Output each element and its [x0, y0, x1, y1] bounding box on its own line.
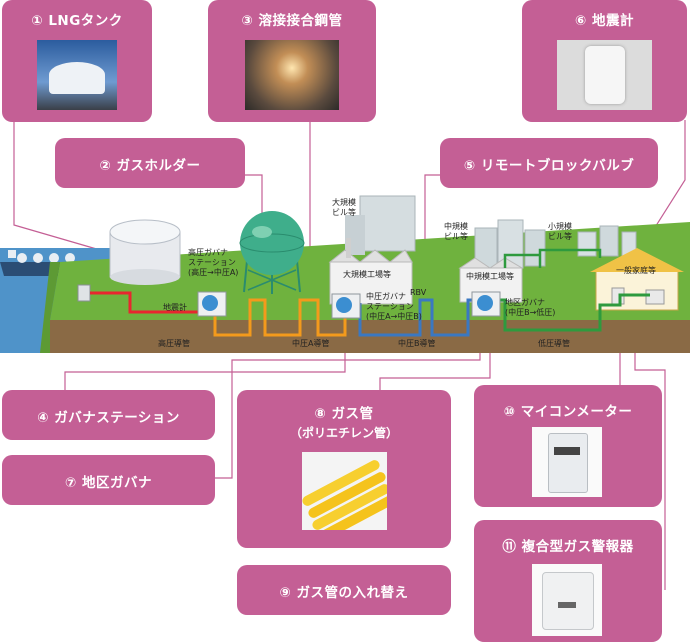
card-pe-pipe: ⑧ ガス管 （ポリエチレン管）: [237, 390, 451, 548]
large-buildings: [345, 195, 416, 255]
label-line: ステーション: [366, 302, 414, 311]
card-title: ⑪ 複合型ガス警報器: [502, 539, 634, 555]
label-line: 中圧ガバナ: [366, 292, 406, 301]
card-title: ③ 溶接接合鋼管: [241, 13, 343, 29]
label-line: ビル等: [548, 232, 572, 241]
mid-factory-label: 中規模工場等: [466, 272, 514, 281]
label-line: (高圧→中圧A): [188, 268, 239, 277]
card-governor-station: ④ ガバナステーション: [2, 390, 215, 440]
gas-meter-photo: [532, 427, 602, 497]
card-lng-tank: ① LNGタンク: [2, 0, 152, 122]
card-title: ⑧ ガス管: [314, 406, 374, 422]
label-line: ビル等: [444, 232, 468, 241]
home-label: 一般家庭等: [616, 266, 656, 275]
hp-governor-label: 高圧ガバナ ステーション (高圧→中圧A): [188, 248, 238, 278]
gas-holder: [239, 211, 305, 294]
mp-governor-label: 中圧ガバナ ステーション (中圧A→中圧B): [366, 292, 422, 322]
mpb-pipe-label: 中圧B導管: [398, 339, 436, 348]
card-remote-valve: ⑤ リモートブロックバルブ: [440, 138, 658, 188]
governor-units: [197, 291, 501, 319]
label-line: (中圧B→低圧): [505, 308, 556, 317]
seismometer-label: 地震計: [163, 303, 187, 312]
rbv-label: RBV: [410, 288, 427, 297]
card-gas-holder: ② ガスホルダー: [55, 138, 245, 188]
gas-alarm-photo: [532, 564, 602, 636]
pipe-low-pressure: [495, 293, 650, 332]
pipe-medium-a: [213, 298, 347, 337]
mid-buildings: [474, 219, 546, 269]
lng-tank-photo: [37, 40, 117, 110]
welding-photo: [245, 40, 339, 110]
label-line: ビル等: [332, 208, 356, 217]
home-building: [590, 248, 684, 311]
card-title: ⑦ 地区ガバナ: [64, 475, 153, 491]
mid-bldg-label: 中規模 ビル等: [444, 222, 468, 242]
card-title: ⑤ リモートブロックバルブ: [463, 158, 635, 174]
label-line: 小規模: [548, 222, 572, 231]
lp-pipe-label: 低圧導管: [538, 339, 570, 348]
district-governor-label: 地区ガバナ (中圧B→低圧): [505, 298, 555, 318]
large-factory-label: 大規模工場等: [343, 270, 391, 279]
label-line: 高圧ガバナ: [188, 248, 228, 257]
pipe-medium-b: [358, 298, 482, 337]
card-title: ① LNGタンク: [31, 13, 123, 29]
card-title: ④ ガバナステーション: [37, 410, 180, 426]
label-line: ステーション: [188, 258, 236, 267]
card-title: ⑨ ガス管の入れ替え: [279, 585, 409, 601]
card-subtitle: （ポリエチレン管）: [289, 426, 398, 440]
card-title: ⑩ マイコンメーター: [503, 404, 633, 420]
label-line: (中圧A→中圧B): [366, 312, 422, 321]
card-district-governor: ⑦ 地区ガバナ: [2, 455, 215, 505]
label-line: 地区ガバナ: [505, 298, 545, 307]
label-line: 大規模: [332, 198, 356, 207]
large-bldg-label: 大規模 ビル等: [332, 198, 356, 218]
polyethylene-pipe-photo: [302, 452, 387, 530]
lng-tank: [109, 219, 181, 285]
card-seismometer: ⑥ 地震計: [522, 0, 687, 122]
card-welded-pipe: ③ 溶接接合鋼管: [208, 0, 376, 122]
small-bldg-label: 小規模 ビル等: [548, 222, 572, 242]
mpa-pipe-label: 中圧A導管: [292, 339, 330, 348]
card-pipe-replacement: ⑨ ガス管の入れ替え: [237, 565, 451, 615]
card-microcomputer-meter: ⑩ マイコンメーター: [474, 385, 662, 507]
card-gas-alarm: ⑪ 複合型ガス警報器: [474, 520, 662, 642]
seismometer-photo: [557, 40, 652, 110]
hp-pipe-label: 高圧導管: [158, 339, 190, 348]
label-line: 中規模: [444, 222, 468, 231]
card-title: ⑥ 地震計: [574, 13, 635, 29]
card-title: ② ガスホルダー: [99, 158, 201, 174]
